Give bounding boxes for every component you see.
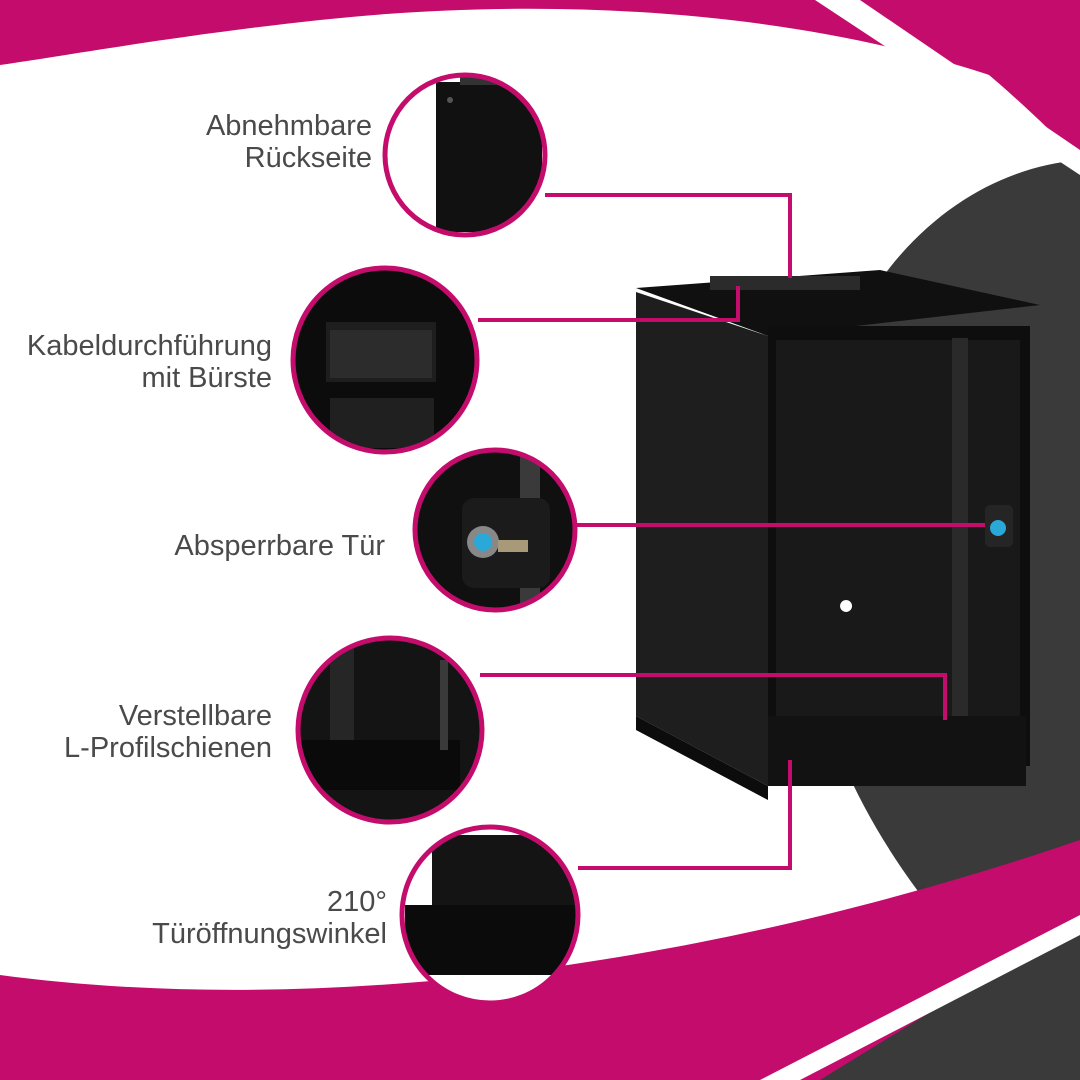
feature-label-line: Kabeldurchführung <box>26 330 272 362</box>
cabinet-rail <box>952 338 968 750</box>
cabinet-base <box>768 716 1026 786</box>
bottom-magenta-swoosh <box>0 840 1080 1080</box>
white-stripe <box>815 0 1080 175</box>
cabinet-left-side <box>636 292 768 786</box>
feature-image-rails <box>295 635 485 825</box>
feature-label-door-angle: 210° Türöffnungswinkel <box>152 886 387 950</box>
feature-label-rear-panel: Abnehmbare Rückseite <box>206 110 372 174</box>
feature-image-door-angle <box>399 824 581 1006</box>
feature-image-lock <box>412 447 578 613</box>
feature-label-line: mit Bürste <box>141 362 272 394</box>
feature-label-line: Absperrbare Tür <box>174 530 385 562</box>
right-magenta-swoosh <box>880 0 1080 160</box>
feature-label-line: 210° <box>327 886 387 918</box>
bottom-white-stripe <box>760 915 1080 1080</box>
feature-image-rear-panel <box>382 72 548 238</box>
feature-image-brush-entry <box>290 265 480 455</box>
connector-lines <box>478 193 985 870</box>
feature-label-line: Rückseite <box>244 142 372 174</box>
feature-label-lockable-door: Absperrbare Tür <box>174 530 385 562</box>
feature-label-line: Verstellbare <box>118 700 272 732</box>
feature-label-line: Türöffnungswinkel <box>152 918 387 950</box>
wall-cabinet-product <box>636 270 1040 800</box>
feature-label-rails: Verstellbare L-Profilschienen <box>64 700 272 764</box>
feature-label-line: L-Profilschienen <box>64 732 272 764</box>
cabinet-brush-slot <box>710 276 860 290</box>
top-magenta-swoosh <box>0 0 1080 110</box>
feature-label-brush-entry: Kabeldurchführung mit Bürste <box>27 330 272 394</box>
feature-label-line: Abnehmbare <box>205 110 372 142</box>
